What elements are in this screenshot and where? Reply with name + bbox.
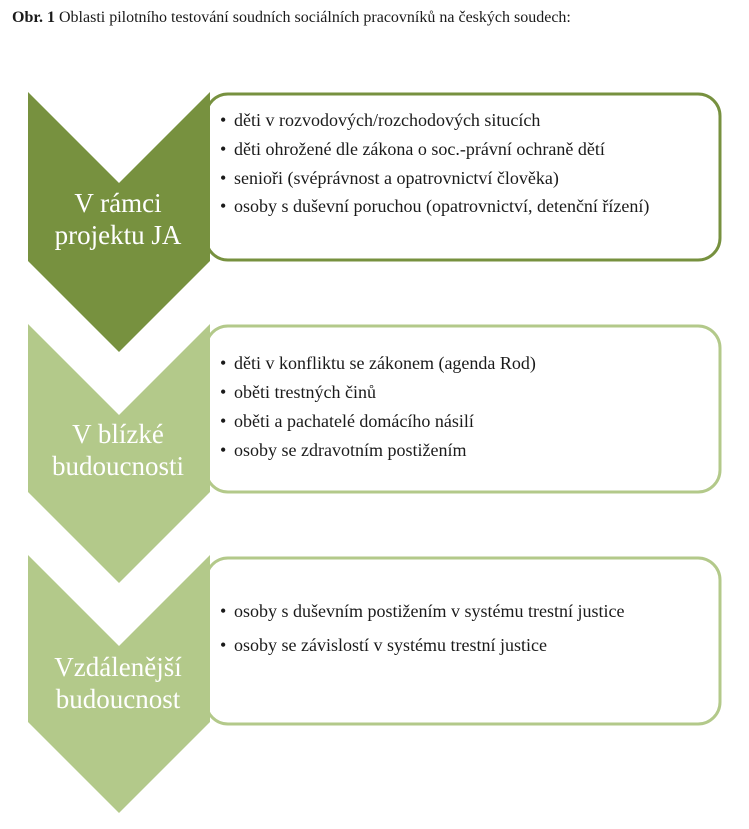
stage-2-chevron [28, 324, 210, 583]
stage-3-title-line-2: budoucnost [55, 684, 181, 714]
list-item: děti v konfliktu se zákonem (agenda Rod) [220, 349, 715, 378]
stage-3-chevron [28, 555, 210, 813]
stage-2-title-line-1: V blízké [72, 419, 164, 449]
stage-3-title: Vzdálenější budoucnost [28, 651, 208, 715]
caption-label: Obr. 1 [12, 9, 55, 26]
stage-3-list: osoby s duševním postižením v systému tr… [220, 598, 715, 658]
stage-1-chevron [28, 92, 210, 352]
list-item: osoby s duševní poruchou (opatrovnictví,… [220, 193, 715, 220]
stage-2-title: V blízké budoucnosti [28, 418, 208, 482]
list-item: děti v rozvodových/rozchodových situcích [220, 106, 715, 135]
stage-2-list: děti v konfliktu se zákonem (agenda Rod)… [220, 349, 715, 465]
stage-1-title: V rámci projektu JA [28, 187, 208, 251]
list-item: osoby se zdravotním postižením [220, 436, 715, 465]
list-item: osoby se závislostí v systému trestní ju… [220, 632, 715, 658]
list-item: oběti trestných činů [220, 378, 715, 407]
list-item: osoby s duševním postižením v systému tr… [220, 598, 715, 624]
stage-1-list: děti v rozvodových/rozchodových situcích… [220, 106, 715, 220]
list-item: senioři (svéprávnost a opatrovnictví člo… [220, 164, 715, 193]
caption-text: Oblasti pilotního testování soudních soc… [58, 9, 571, 26]
stage-1-title-line-1: V rámci [74, 188, 162, 218]
stage-3-title-line-1: Vzdálenější [54, 652, 182, 682]
stage-2-title-line-2: budoucnosti [52, 451, 184, 481]
stage-1-title-line-2: projektu JA [54, 220, 182, 250]
list-item: děti ohrožené dle zákona o soc.-právní o… [220, 135, 715, 164]
figure-caption: Obr. 1 Oblasti pilotního testování soudn… [12, 8, 742, 28]
list-item: oběti a pachatelé domácího násilí [220, 407, 715, 436]
